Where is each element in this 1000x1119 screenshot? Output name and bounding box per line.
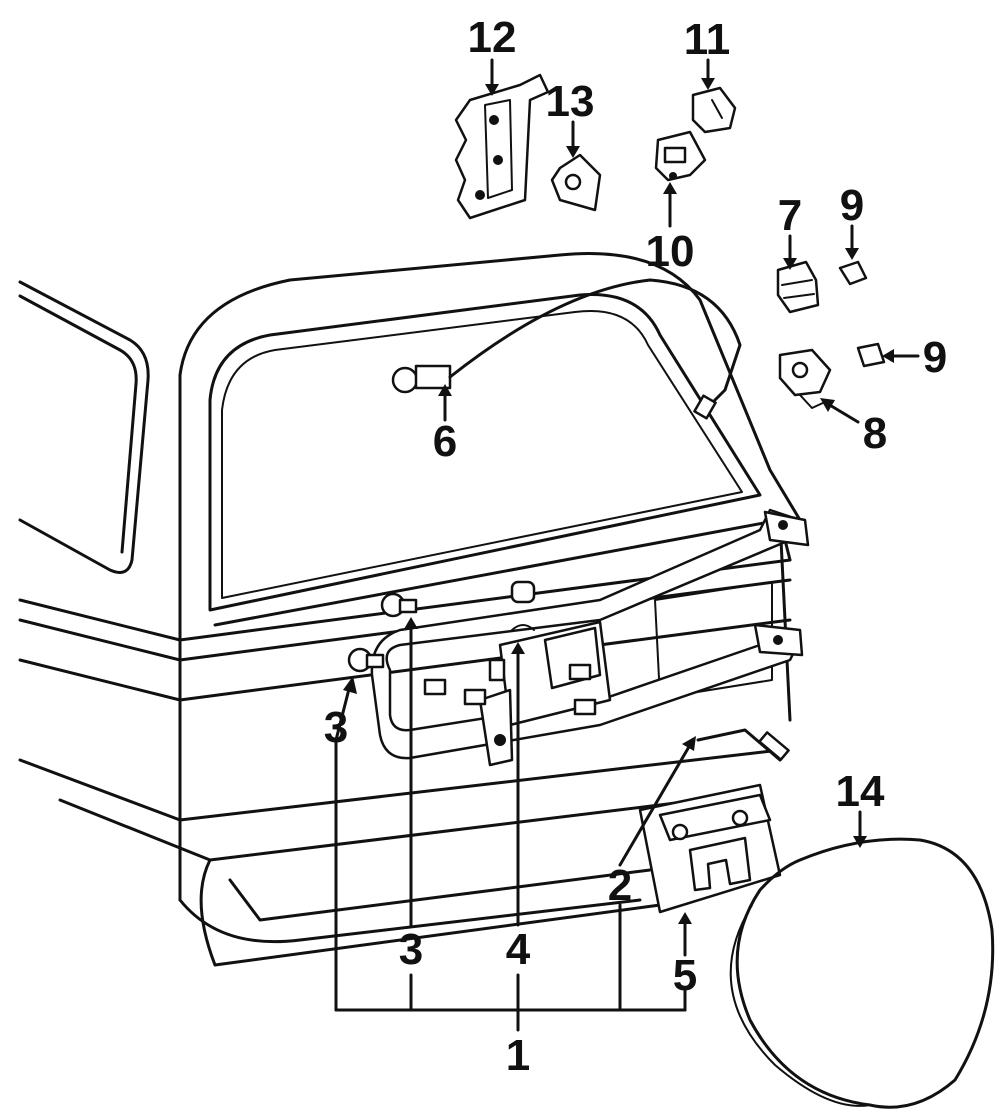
upper-hinge [454,73,550,220]
leader-lines [334,58,920,1032]
spare-tire-carrier-bracket [370,508,810,767]
callout-10: 10 [646,227,695,276]
callout-13: 13 [546,77,595,126]
callout-5: 5 [673,951,697,1000]
lock-cylinder [778,348,832,409]
license-lamp [510,580,536,631]
callout-2: 2 [608,861,632,910]
door-bumper [347,592,418,673]
callout-6: 6 [433,417,457,466]
mounting-bolts [423,658,597,716]
switch [691,86,737,134]
callout-4: 4 [506,925,531,974]
callout-3-left: 3 [324,703,348,752]
clip-upper [838,260,868,286]
callout-9-lower: 9 [923,333,947,382]
latch [654,130,707,182]
callout-14: 14 [836,767,885,816]
callout-11: 11 [684,15,731,64]
striker [776,260,820,314]
release-rod [696,728,790,762]
spare-tire-lock [638,783,782,914]
spare-tire-cover [729,837,995,1109]
callout-7: 7 [778,191,802,240]
callout-1: 1 [506,1031,530,1080]
callout-labels: 12 13 11 10 7 9 9 8 6 3 3 4 2 5 1 14 [324,13,947,1080]
callout-8: 8 [863,409,887,458]
washer-nozzle [391,278,742,420]
callout-3-middle: 3 [399,925,423,974]
clip-lower [856,342,886,368]
callout-9-upper: 9 [840,181,864,230]
lower-hinge [550,153,602,212]
callout-12: 12 [468,13,517,62]
